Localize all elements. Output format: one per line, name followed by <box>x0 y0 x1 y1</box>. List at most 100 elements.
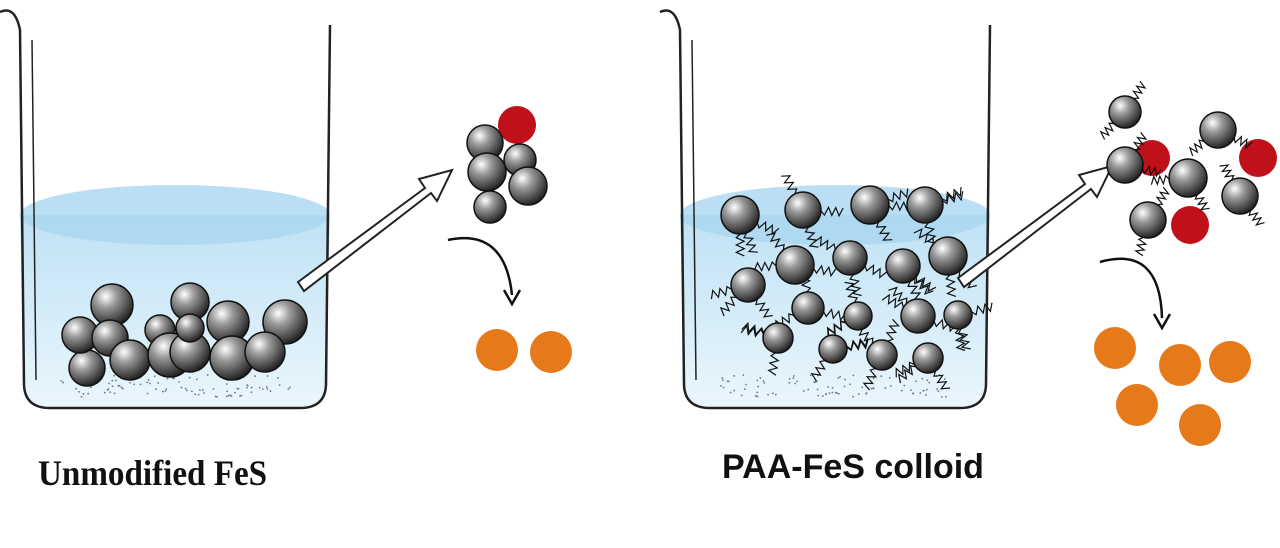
sediment-dot <box>844 386 846 388</box>
sediment-dot <box>742 374 744 376</box>
fes-particle <box>721 196 759 234</box>
sediment-dot <box>721 377 723 379</box>
sediment-dot <box>157 382 159 384</box>
sediment-dot <box>78 391 80 393</box>
fes-particle <box>833 241 867 275</box>
sediment-dot <box>915 380 917 382</box>
product-particle <box>1179 404 1221 446</box>
fes-particle <box>176 314 204 342</box>
sediment-dot <box>925 394 927 396</box>
sediment-dot <box>133 383 135 385</box>
fes-particle <box>1107 147 1143 183</box>
sediment-dot <box>146 381 148 383</box>
sediment-dot <box>919 392 921 394</box>
sediment-dot <box>890 385 892 387</box>
sediment-dot <box>926 389 928 391</box>
sediment-dot <box>266 388 268 390</box>
sediment-dot <box>803 390 805 392</box>
sediment-dot <box>872 387 874 389</box>
sediment-dot <box>822 395 824 397</box>
fes-particle <box>944 301 972 329</box>
paa-chain <box>1249 211 1264 225</box>
product-particle <box>476 329 518 371</box>
sediment-dot <box>788 382 790 384</box>
sediment-dot <box>838 393 840 395</box>
sediment-dot <box>108 382 110 384</box>
sediment-dot <box>817 389 819 391</box>
fes-particle <box>474 191 506 223</box>
sediment-dot <box>60 380 62 382</box>
fes-particle <box>907 187 943 223</box>
sediment-dot <box>262 388 264 390</box>
sediment-dot <box>104 392 106 394</box>
sediment-dot <box>756 392 758 394</box>
sediment-dot <box>189 377 191 379</box>
sediment-dot <box>889 377 891 379</box>
fes-particle <box>929 237 967 275</box>
sediment-dot <box>191 390 193 392</box>
water-surface <box>20 185 330 245</box>
sediment-dot <box>247 385 249 387</box>
fes-particle <box>1109 96 1141 128</box>
paa-chain <box>1157 187 1169 204</box>
sediment-dot <box>107 389 109 391</box>
sediment-dot <box>113 375 115 377</box>
sediment-dot <box>858 393 860 395</box>
sediment-dot <box>226 383 228 385</box>
sediment-dot <box>154 375 156 377</box>
sediment-dot <box>90 386 92 388</box>
sediment-dot <box>767 394 769 396</box>
sediment-dot <box>75 388 77 390</box>
sediment-dot <box>825 393 827 395</box>
sediment-dot <box>62 382 64 384</box>
sediment-dot <box>792 377 794 379</box>
sediment-dot <box>723 387 725 389</box>
sediment-dot <box>173 378 175 380</box>
sediment-dot <box>241 395 243 397</box>
sediment-dot <box>251 387 253 389</box>
sediment-dot <box>121 386 123 388</box>
fes-particle <box>731 268 765 302</box>
sediment-dot <box>757 386 759 388</box>
sediment-dot <box>838 377 840 379</box>
sediment-dot <box>167 378 169 380</box>
fes-particle <box>792 292 824 324</box>
fes-particle <box>110 340 150 380</box>
sediment-dot <box>287 388 289 390</box>
sediment-dot <box>745 384 747 386</box>
paa-chain <box>1134 81 1146 98</box>
sediment-dot <box>903 385 905 387</box>
sediment-dot <box>763 382 765 384</box>
sediment-dot <box>936 388 938 390</box>
sediment-dot <box>251 391 253 393</box>
sediment-dot <box>111 380 113 382</box>
paa-chain <box>1190 140 1204 156</box>
sediment-dot <box>852 396 854 398</box>
sediment-dot <box>832 387 834 389</box>
label-unmodified-fes: Unmodified FeS <box>38 452 267 494</box>
sediment-dot <box>238 388 240 390</box>
sediment-dot <box>277 377 279 379</box>
sediment-dot <box>944 378 946 380</box>
sediment-dot <box>866 392 868 394</box>
fes-particle <box>867 340 897 370</box>
paa-chain <box>1195 195 1209 210</box>
sediment-dot <box>789 378 791 380</box>
sediment-dot <box>226 391 228 393</box>
fes-particle <box>509 167 547 205</box>
sediment-dot <box>186 390 188 392</box>
sediment-dot <box>775 394 777 396</box>
contaminant-particle <box>1171 206 1209 244</box>
sediment-dot <box>228 395 230 397</box>
sediment-dot <box>849 383 851 385</box>
contaminant-particle <box>1239 139 1277 177</box>
paa-chain <box>1101 123 1114 139</box>
fes-particle <box>468 153 506 191</box>
fes-particle <box>245 332 285 372</box>
fes-particle <box>763 323 793 353</box>
sediment-dot <box>279 384 281 386</box>
paa-chain <box>1151 176 1169 185</box>
sediment-dot <box>194 393 196 395</box>
product-particle <box>530 331 572 373</box>
sediment-dot <box>755 395 757 397</box>
